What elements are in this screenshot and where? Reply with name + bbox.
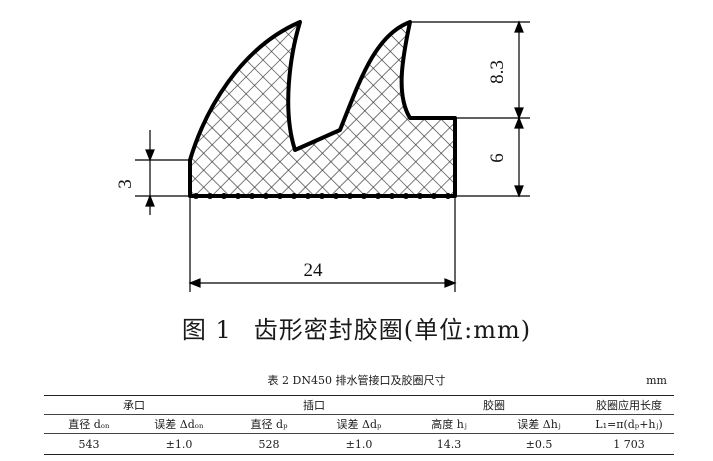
dimension-right: [410, 20, 530, 198]
dimension-lower-right-label: 6: [487, 153, 508, 163]
subheader-cell: 直径 dₚ: [224, 414, 314, 434]
bottom-beads: [193, 193, 451, 199]
gasket-drawing: 3 8.3 6 24: [115, 20, 530, 292]
table-unit: mm: [646, 374, 667, 387]
table-cell: 528: [224, 433, 314, 455]
figure-number: 图 1: [181, 316, 232, 344]
figure-caption: 图 1 齿形密封胶圈(单位:mm): [0, 310, 713, 350]
subheader-cell: 高度 hⱼ: [404, 414, 494, 434]
group-header-length: 胶圈应用长度: [584, 395, 674, 415]
dimension-left-label: 3: [115, 179, 136, 189]
table-cell: 14.3: [404, 433, 494, 455]
subheader-cell: L₁=π(dₚ+hⱼ): [584, 414, 674, 434]
group-header-spigot: 插口: [224, 395, 404, 415]
table-cell: ±1.0: [134, 433, 224, 455]
gasket-figure: 3 8.3 6 24: [115, 20, 530, 292]
dimension-bottom-label: 24: [304, 260, 324, 281]
table-cell: 1 703: [584, 433, 674, 455]
group-header-gasket: 胶圈: [404, 395, 584, 415]
subheader-cell: 误差 Δdₒₙ: [134, 414, 224, 434]
dimension-left: [135, 130, 190, 215]
table-row: 543 ±1.0 528 ±1.0 14.3 ±0.5 1 703: [44, 433, 674, 455]
table-cell: ±1.0: [314, 433, 404, 455]
table-cell: ±0.5: [494, 433, 584, 455]
figure-caption-text: 齿形密封胶圈(单位:mm): [253, 316, 532, 344]
spec-table: 承口 插口 胶圈 胶圈应用长度 直径 dₒₙ 误差 Δdₒₙ 直径 dₚ 误差 …: [44, 395, 674, 455]
subheader-cell: 误差 Δdₚ: [314, 414, 404, 434]
gasket-profile: [188, 20, 457, 198]
dimension-bottom: [188, 196, 457, 292]
group-header-socket: 承口: [44, 395, 224, 415]
subheader-cell: 误差 Δhⱼ: [494, 414, 584, 434]
subheader-cell: 直径 dₒₙ: [44, 414, 134, 434]
dimension-upper-right-label: 8.3: [487, 60, 508, 84]
table-cell: 543: [44, 433, 134, 455]
table-title: 表 2 DN450 排水管接口及胶圈尺寸: [267, 374, 446, 387]
